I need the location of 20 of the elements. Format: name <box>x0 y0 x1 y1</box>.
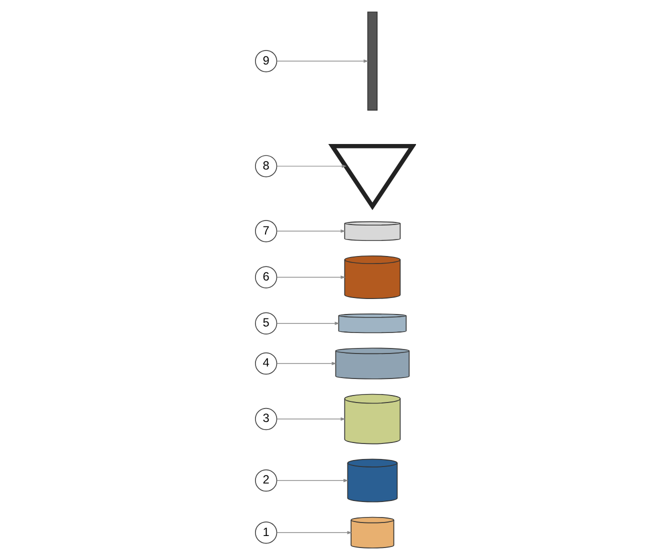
arrow <box>276 530 352 534</box>
node-circle: 7 <box>254 220 278 242</box>
arrow <box>276 478 348 482</box>
node-circle: 3 <box>254 408 278 430</box>
node-bar <box>367 12 378 111</box>
node-circle: 6 <box>254 266 278 288</box>
node-circle: 4 <box>254 352 278 375</box>
node-circle: 1 <box>254 522 278 544</box>
node-circle: 2 <box>254 469 278 492</box>
arrow <box>276 276 346 279</box>
arrow <box>276 322 340 326</box>
arrow <box>276 164 347 168</box>
arrow <box>276 59 368 63</box>
arrow <box>276 417 346 421</box>
arrow <box>276 229 346 233</box>
node-circle: 8 <box>254 155 278 178</box>
node-circle: 5 <box>254 312 278 334</box>
node-picture <box>328 144 416 210</box>
node-circle: 9 <box>254 50 278 72</box>
arrow <box>276 362 337 366</box>
